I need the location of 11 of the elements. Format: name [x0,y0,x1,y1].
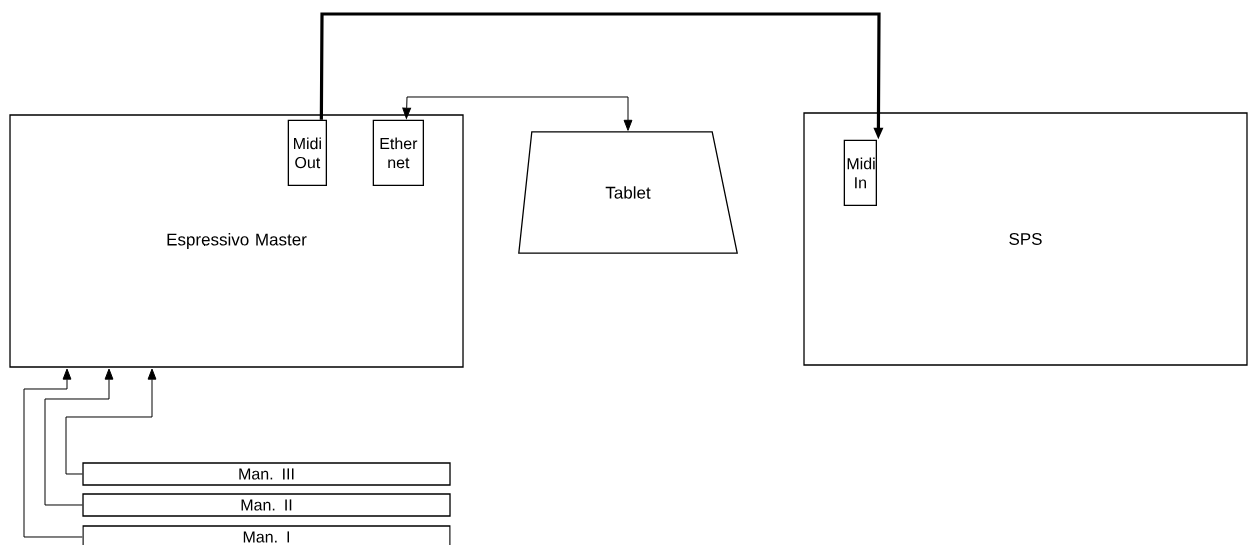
port-box: Midi Out [287,119,327,186]
tablet-trapezoid: Tablet [518,131,738,254]
port-box: Midi In [843,139,877,206]
connector-arrow [402,96,633,131]
port-box: Ether net [372,119,424,186]
manual-bar: Man. II [82,493,451,517]
connector-arrow [65,368,157,475]
connector-arrow [44,368,114,506]
connector-arrow [23,368,83,538]
manual-bar: Man. III [82,462,451,486]
manual-bar: Man. I [82,525,451,545]
